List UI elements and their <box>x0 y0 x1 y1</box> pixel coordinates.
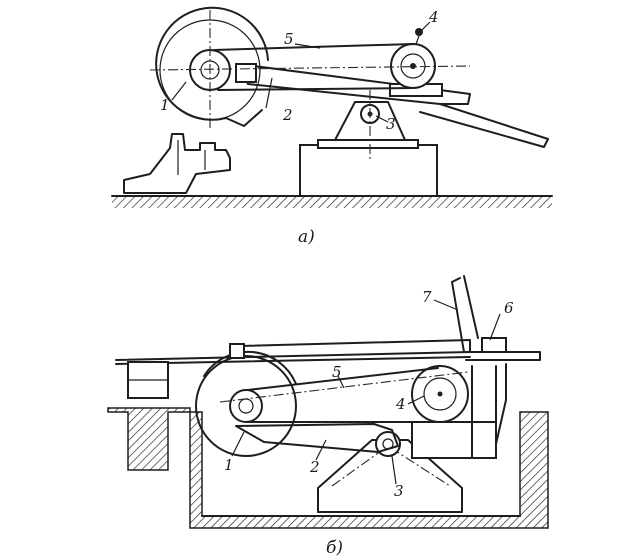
motor-knob-a <box>415 28 423 36</box>
label-5-a: 5 <box>284 30 294 48</box>
left-support-a <box>123 133 231 194</box>
linkage-rod-b <box>495 363 507 445</box>
wheel-1-b <box>195 355 297 457</box>
label-2-b: 2 <box>309 458 320 476</box>
wheel-guard-a <box>155 6 269 127</box>
leaders-b <box>231 299 501 485</box>
diagram-b: 1 2 3 4 5 6 7 б) <box>107 275 549 558</box>
motor-knob-stem-a <box>415 35 420 45</box>
label-2-a: 2 <box>282 106 293 124</box>
diagram-a: 1 2 3 4 5 a) <box>111 6 553 247</box>
motor-base-b <box>411 421 497 459</box>
label-7-b: 7 <box>422 288 432 306</box>
label-4-a: 4 <box>428 8 439 26</box>
caption-b: б) <box>326 538 343 558</box>
leaders-a <box>171 21 431 123</box>
label-1-b: 1 <box>224 456 234 474</box>
lever-arm-b <box>235 423 399 453</box>
rail-clamp-b <box>229 343 245 359</box>
centerline-horizontal-a <box>149 65 471 71</box>
motor-4-inner-a <box>400 53 426 79</box>
top-rail-b <box>115 339 471 365</box>
wheel-clamp-a <box>235 63 257 83</box>
control-table-b <box>465 351 541 361</box>
pillar-cap-a <box>317 139 419 149</box>
motor-4-inner-b <box>423 377 457 411</box>
lever-handle-a <box>419 103 549 148</box>
handle-7-b <box>451 275 479 353</box>
wheel-hub-b <box>229 389 263 423</box>
control-block-6-b <box>481 337 507 353</box>
wheel-guard-b <box>203 350 297 385</box>
belt-5-b <box>247 367 439 423</box>
base-frame-b <box>317 439 463 513</box>
pillar-a <box>299 144 438 197</box>
centerline-b <box>219 371 469 403</box>
label-4-b: 4 <box>395 395 406 413</box>
label-1-a: 1 <box>160 96 170 114</box>
left-support-detail-a <box>177 140 206 175</box>
motor-4-center-b <box>437 391 443 397</box>
label-6-b: 6 <box>504 299 514 317</box>
motor-4-center-a <box>410 63 416 69</box>
pivot-bracket-a <box>334 101 406 141</box>
ground-hatch-a <box>112 196 552 208</box>
label-5-b: 5 <box>332 363 342 381</box>
caption-a: a) <box>298 227 315 247</box>
label-3-b: 3 <box>394 482 404 500</box>
label-3-a: 3 <box>386 115 396 133</box>
